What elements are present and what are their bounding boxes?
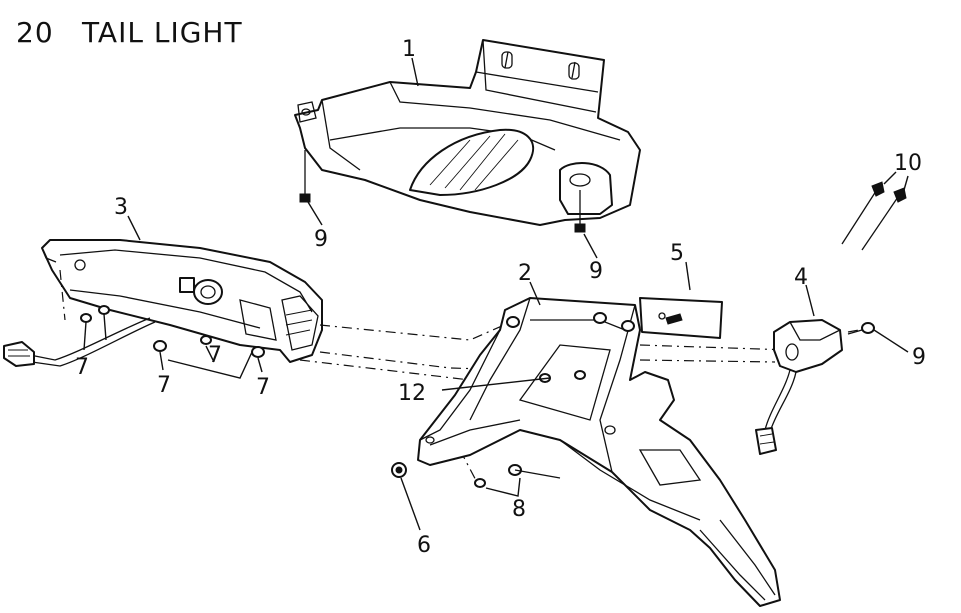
callout-9-a: 9 (314, 227, 328, 252)
fastener-7-c (153, 335, 215, 371)
bolt-9-left (299, 150, 323, 226)
callout-8: 8 (512, 497, 526, 522)
fastener-7-b (98, 305, 110, 341)
part-2-rear-fender (417, 297, 781, 607)
callout-6: 6 (417, 533, 431, 558)
callout-7-a: 7 (75, 355, 89, 380)
diagram-number: 20 (16, 16, 54, 49)
part-4-license-light (755, 284, 843, 455)
callout-9-c: 9 (912, 345, 926, 370)
callout-7-c: 7 (157, 373, 171, 398)
bolt-9-right (574, 190, 598, 259)
callout-10: 10 (894, 151, 922, 176)
callout-leaders (127, 57, 551, 391)
part-5-reflector (639, 261, 723, 339)
callout-4: 4 (794, 265, 808, 290)
bolt-8 (474, 464, 561, 497)
callout-7-b: 7 (208, 343, 222, 368)
part-1-rear-undertray (294, 39, 641, 226)
part-3-tail-light-assembly (3, 239, 323, 367)
callout-3: 3 (114, 195, 128, 220)
callout-9-b: 9 (589, 259, 603, 284)
fastener-7-d (167, 346, 265, 379)
fastener-7-a (80, 313, 92, 351)
screw-9-license-light (847, 322, 909, 353)
callout-5: 5 (670, 241, 684, 266)
callout-12: 12 (398, 381, 426, 406)
callout-1: 1 (402, 37, 416, 62)
diagram-title: TAIL LIGHT (81, 16, 243, 49)
screws-10 (841, 171, 909, 251)
nut-6 (391, 462, 421, 531)
callout-7-d: 7 (256, 375, 270, 400)
callout-2: 2 (518, 261, 532, 286)
